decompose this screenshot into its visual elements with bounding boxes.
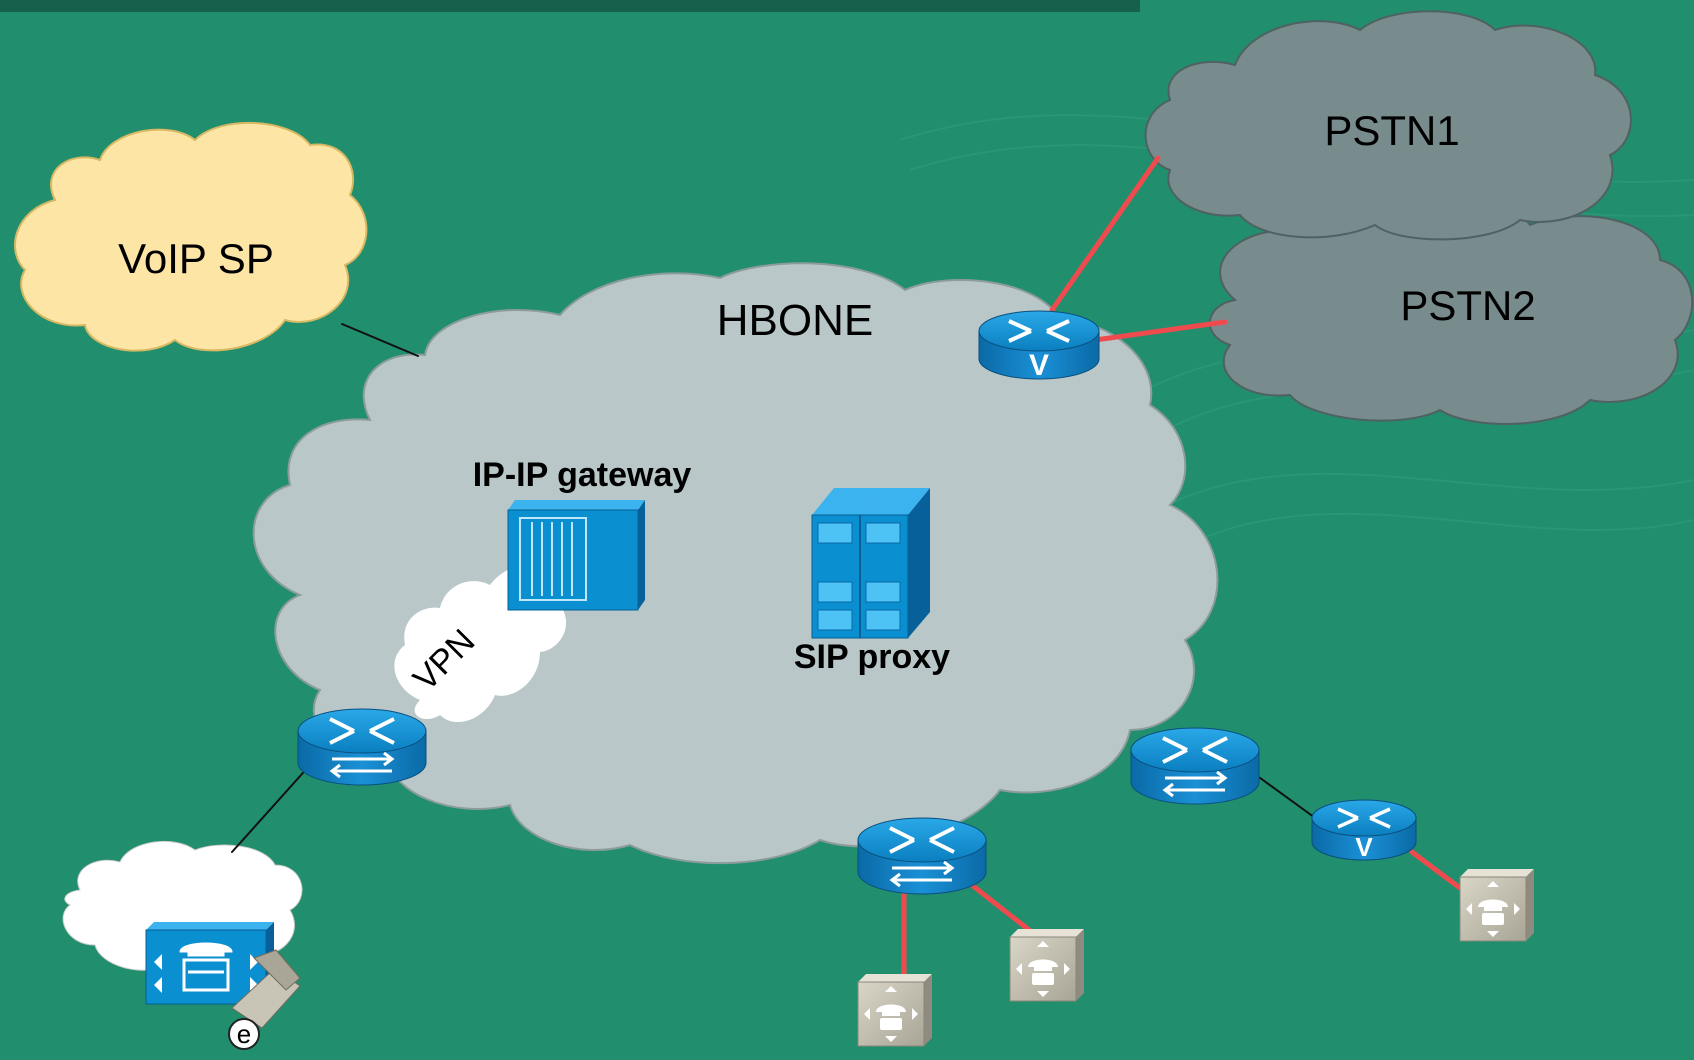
router-left (297, 708, 427, 786)
link-router-phone-b (965, 879, 1041, 940)
hbone-label: HBONE (717, 296, 873, 345)
top-bar (0, 0, 1140, 12)
voip-sp-cloud: VoIP SP (14, 122, 368, 352)
router-arrows-icon (329, 717, 395, 745)
switch-arrows-icon (329, 751, 395, 779)
router-bottom-right (1130, 727, 1260, 805)
phone-bottom-middle (1009, 929, 1084, 1002)
handset-icon: e (228, 949, 301, 1050)
voice-router-pstn: V (978, 310, 1100, 382)
voip-sp-label: VoIP SP (118, 235, 274, 282)
router-bottom-center (857, 817, 987, 895)
ip-phone-device: e (145, 922, 301, 1050)
phone-bottom-left (857, 974, 932, 1047)
link-router-voice-router (1255, 774, 1319, 821)
pstn2-cloud: PSTN2 (1209, 200, 1694, 425)
sip-proxy: SIP proxy (794, 488, 950, 676)
voice-router-mark: V (1355, 832, 1373, 862)
phone-icon (1016, 941, 1070, 997)
phone-right (1459, 869, 1534, 942)
pstn1-label: PSTN1 (1324, 107, 1459, 154)
link-router-branch (231, 764, 311, 853)
router-arrows-icon (1337, 807, 1391, 829)
switch-arrows-icon (889, 860, 955, 888)
hbone-cloud: HBONE (252, 262, 1219, 865)
voice-router-branch: V (1311, 799, 1417, 862)
link-voice-router-phone (1409, 849, 1463, 891)
switch-arrows-icon (1162, 770, 1228, 798)
phone-e-mark: e (237, 1019, 251, 1049)
link-voice-router-pstn1 (1049, 155, 1161, 313)
ip-ip-gateway-label: IP-IP gateway (473, 456, 692, 494)
call-manager-icon (145, 929, 267, 1005)
phone-icon (864, 986, 918, 1042)
router-arrows-icon (1162, 736, 1228, 764)
ip-ip-gateway: IP-IP gateway (473, 456, 692, 611)
router-arrows-icon (1008, 319, 1070, 343)
link-voip-hbone (341, 323, 419, 357)
pstn2-label: PSTN2 (1400, 282, 1535, 329)
link-voice-router-pstn2 (1092, 319, 1228, 343)
phone-icon (1466, 881, 1520, 937)
pstn1-cloud: PSTN1 (1144, 10, 1632, 241)
links (231, 155, 1463, 993)
router-arrows-icon (889, 826, 955, 854)
sip-proxy-label: SIP proxy (794, 638, 950, 676)
voice-router-mark: V (1029, 349, 1049, 382)
